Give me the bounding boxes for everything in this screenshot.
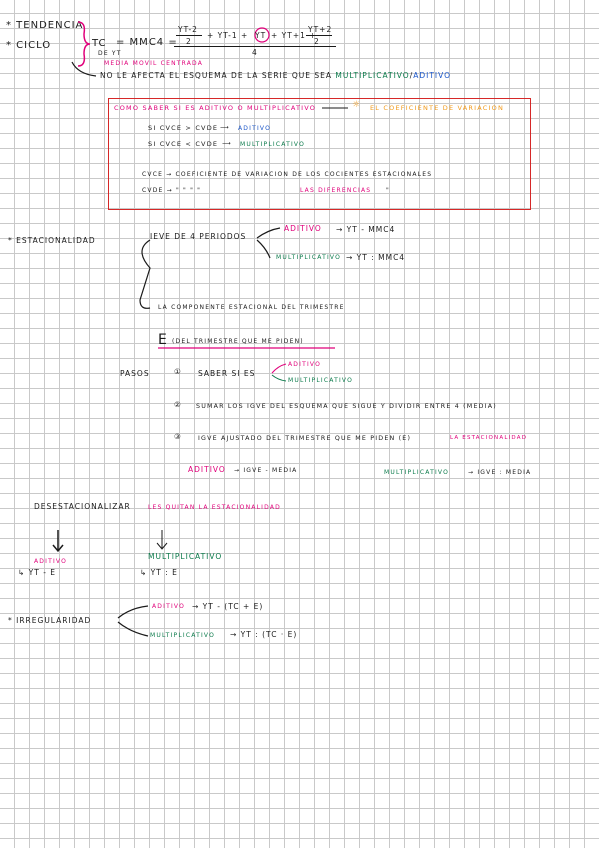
- num1-bot: 2: [186, 37, 192, 46]
- denominator: 4: [252, 48, 258, 57]
- irr-adit: aditivo: [152, 603, 186, 610]
- irr-mult-formula: → yt : (TC · E): [230, 630, 298, 639]
- idea-icon: ☼: [352, 100, 362, 110]
- box-arrow-3: ⟶: [222, 140, 232, 147]
- paso3-pink: la estacionalidad: [450, 435, 528, 441]
- frac-bar-1: [176, 35, 202, 36]
- no-afecta-main: No le afecta el esquema de la serie que …: [100, 71, 333, 80]
- heading-ciclo: * Ciclo: [6, 40, 52, 51]
- box-line5-pink: las diferencias: [300, 187, 372, 194]
- irr-adit-formula: → yt - (TC + E): [192, 602, 264, 611]
- paso3-mult-formula: → IGVE : media: [468, 469, 532, 476]
- box-line2-res: aditivo: [238, 125, 272, 132]
- no-afecta-adit: aditivo: [413, 71, 452, 80]
- num2-bot: 2: [314, 37, 320, 46]
- box-line2: si CVCE > CVDE: [148, 124, 219, 132]
- paso1-adit: aditivo: [288, 361, 322, 368]
- irr-mult: multiplicativo: [150, 632, 216, 639]
- igve-label: IEVE de 4 periodos: [150, 232, 247, 241]
- box-line3-res: multiplicativo: [240, 141, 306, 148]
- num-mid: + yt-1 +: [207, 31, 249, 40]
- no-afecta-slash: /: [409, 71, 414, 80]
- frac-bar-2: [306, 35, 332, 36]
- heading-irregularidad: * Irregularidad: [8, 616, 92, 625]
- paso3-adit: aditivo: [188, 465, 226, 474]
- mmc-formula: = MMC4 =: [116, 37, 178, 48]
- no-afecta-text: No le afecta el esquema de la serie que …: [100, 71, 451, 80]
- media-movil-note: media movil centrada: [104, 60, 204, 67]
- est-adit: aditivo: [284, 224, 322, 233]
- heading-desestacionalizar: Desestacionalizar: [34, 502, 131, 511]
- frac-bar-main: [174, 46, 336, 47]
- e-big: E: [158, 332, 168, 348]
- des-mult-formula-text: yt : E: [150, 568, 178, 577]
- paso1-mult: multiplicativo: [288, 377, 354, 384]
- box-line3: si CVCE < CVDE: [148, 140, 219, 148]
- num1-top: yt-2: [178, 25, 198, 34]
- tc-sub: de yt: [98, 50, 122, 57]
- des-adit: aditivo: [34, 558, 68, 565]
- num2-top: yt+2: [308, 25, 333, 34]
- method-box: [108, 98, 531, 210]
- pasos-label: Pasos: [120, 369, 150, 378]
- desest-pink: les quitan la estacionalidad: [148, 504, 281, 511]
- paso2-number: ②: [174, 400, 182, 409]
- des-adit-formula: ↳ yt - E: [18, 568, 57, 577]
- est-adit-formula: → yt - MMC4: [336, 225, 396, 234]
- box-arrow-2: ⟶: [220, 124, 230, 131]
- heading-estacionalidad: * Estacionalidad: [8, 236, 96, 245]
- paso3-number: ③: [174, 432, 182, 441]
- des-mult-formula: ↳ yt : E: [140, 568, 178, 577]
- num-mid2: + yt+1 +: [271, 31, 317, 40]
- paso3-adit-formula: → IGVE - media: [234, 467, 298, 474]
- e-label: (del trimestre que me piden): [172, 338, 304, 345]
- box-line5: CVDE → " " " ": [142, 187, 202, 194]
- paso2-text: sumar los IGVE del esquema que sigue y d…: [196, 403, 497, 410]
- heading-tendencia: * Tendencia: [6, 20, 84, 31]
- est-mult-formula: → yt : MMC4: [346, 253, 406, 262]
- paso1-text: saber si es: [198, 369, 256, 378]
- paso1-number: ①: [174, 367, 182, 376]
- box-line1: Como saber si es aditivo o multiplicativ…: [114, 104, 317, 112]
- box-line4: CVCE → coeficiente de variacion de los c…: [142, 171, 433, 178]
- des-adit-formula-text: yt - E: [28, 568, 57, 577]
- no-afecta-mult: multiplicativo: [335, 71, 410, 80]
- box-line1-coef: el coeficiente de variacion: [370, 104, 505, 112]
- paso3-mult: multiplicativo: [384, 469, 450, 476]
- componente-text: La componente estacional del trimestre: [158, 304, 345, 311]
- box-line5-end: ": [386, 187, 390, 194]
- paso3-text: IGVE ajustado del trimestre que me piden…: [198, 435, 412, 442]
- des-mult: multiplicativo: [148, 552, 223, 561]
- est-mult: multiplicativo: [276, 254, 342, 261]
- num-circle: yt: [255, 31, 267, 40]
- tc-label: TC: [92, 38, 107, 49]
